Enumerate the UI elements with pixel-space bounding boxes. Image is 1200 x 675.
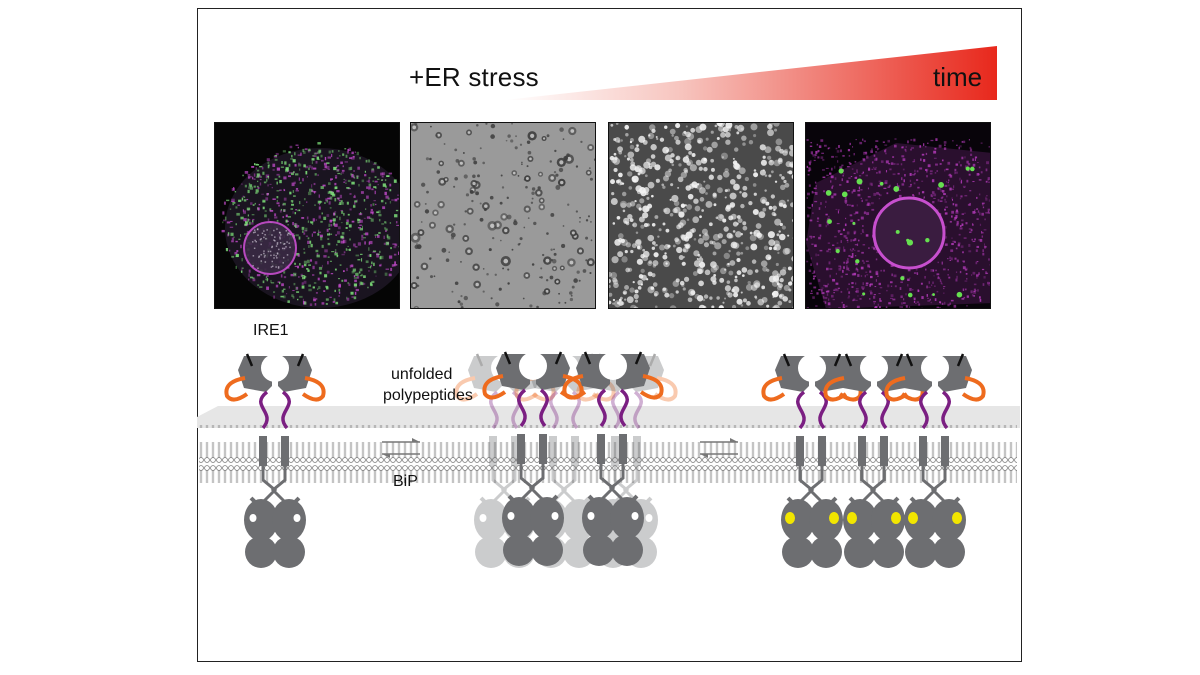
- unfolded-line-1: unfolded: [391, 366, 453, 383]
- ire1-dimer: [482, 351, 584, 566]
- ire1-dimer: [562, 351, 664, 566]
- unfolded-polypeptides-label: unfolded polypeptides: [383, 364, 473, 406]
- ire1-dimer: [884, 353, 986, 568]
- er-stress-label: +ER stress: [409, 62, 539, 92]
- micrograph-fluorescence: [608, 122, 794, 309]
- ire1-dimer: [224, 353, 326, 568]
- fluorescence-image: [609, 123, 793, 308]
- er-lumen-band: [197, 406, 1020, 428]
- ire1-label: IRE1: [253, 322, 289, 339]
- cell-merge-image: [215, 123, 399, 308]
- equilibrium-arrows-left: [382, 438, 420, 458]
- micrograph-brightfield: [410, 122, 596, 309]
- brightfield-image: [411, 123, 595, 308]
- cell-clustered-image: [806, 123, 990, 308]
- bip-label: BiP: [393, 473, 418, 490]
- equilibrium-arrows-right: [700, 438, 738, 458]
- lipid-bilayer: [199, 425, 1017, 483]
- micrograph-cell-1: [214, 122, 400, 309]
- micrograph-cell-2: [805, 122, 991, 309]
- unfolded-line-2: polypeptides: [383, 387, 473, 404]
- time-label: time: [933, 62, 983, 92]
